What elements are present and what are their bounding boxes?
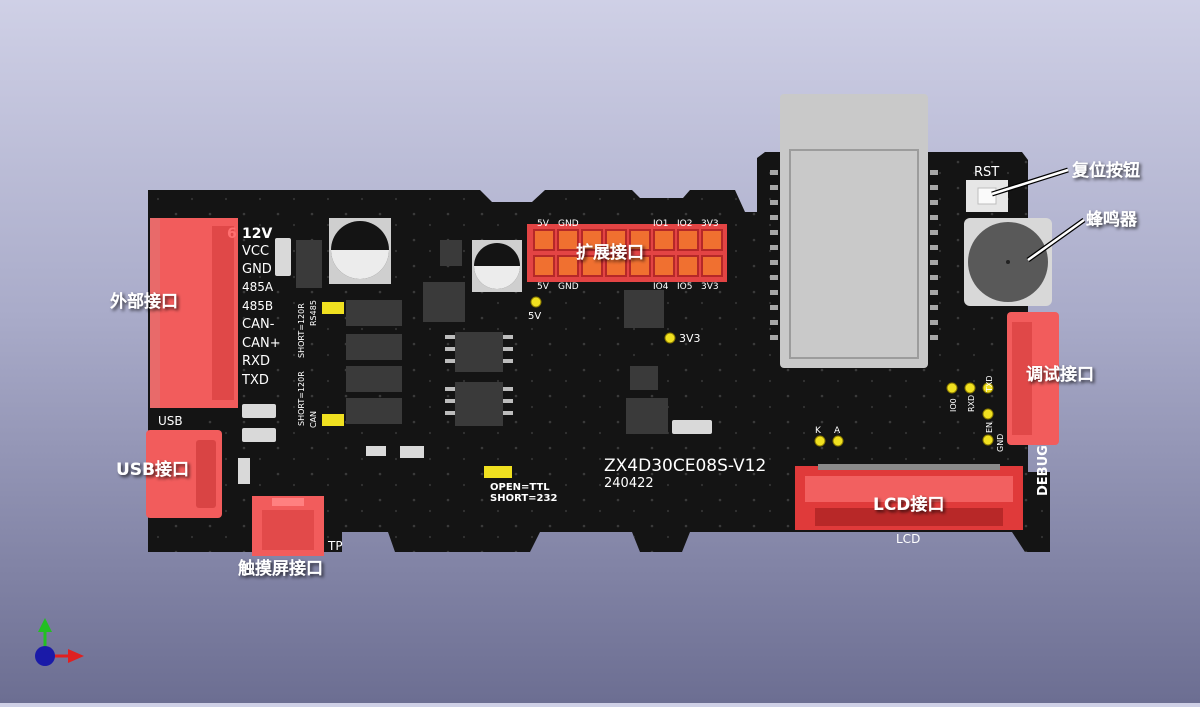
ext-pin-gnd: GND bbox=[242, 262, 272, 277]
callout-buzzer: 蜂鸣器 bbox=[1086, 209, 1138, 230]
exp-bottom-io4: IO4 bbox=[653, 282, 669, 292]
board-model: ZX4D30CE08S-V12 bbox=[604, 456, 766, 476]
silk-can: CAN bbox=[309, 411, 318, 428]
ext-pin-can-minus: CAN- bbox=[242, 317, 275, 332]
exp-bottom-gnd: GND bbox=[558, 282, 579, 292]
jumper-pads bbox=[322, 302, 512, 478]
debug-pin-gnd: GND bbox=[996, 434, 1005, 452]
board-date: 240422 bbox=[604, 476, 654, 491]
test-points bbox=[530, 296, 994, 447]
debug-pin-rxd: RXD bbox=[967, 395, 976, 412]
silk-5v: 5V bbox=[528, 311, 541, 322]
exp-top-3v3: 3V3 bbox=[701, 219, 719, 229]
exp-top-gnd: GND bbox=[558, 219, 579, 229]
callout-touch: 触摸屏接口 bbox=[237, 558, 323, 579]
ext-pin-can-plus: CAN+ bbox=[242, 336, 281, 351]
silk-rs485: RS485 bbox=[309, 300, 318, 326]
small-passives bbox=[238, 238, 712, 484]
callout-external: 外部接口 bbox=[110, 291, 178, 312]
silk-short-232: SHORT=232 bbox=[490, 493, 557, 504]
ic-chips bbox=[296, 240, 668, 434]
ext-pin-vcc: VCC bbox=[242, 244, 269, 259]
callout-debug: 调试接口 bbox=[1026, 364, 1094, 385]
silk-debug: DEBUG bbox=[1036, 445, 1051, 496]
debug-pin-txd: TXD bbox=[985, 375, 994, 393]
exp-bottom-5v: 5V bbox=[537, 282, 550, 292]
silk-rst: RST bbox=[974, 165, 999, 180]
callout-leaders bbox=[991, 167, 1086, 263]
silk-usb: USB bbox=[158, 414, 183, 428]
silk-3v3: 3V3 bbox=[679, 332, 701, 345]
wifi-module-shield bbox=[780, 94, 928, 368]
exp-bottom-io5: IO5 bbox=[677, 282, 692, 292]
debug-pin-io0: IO0 bbox=[949, 398, 958, 412]
callout-lcd: LCD接口 bbox=[873, 494, 944, 515]
exp-top-5v: 5V bbox=[537, 219, 550, 229]
ext-pin-rxd: RXD bbox=[242, 354, 270, 369]
exp-top-io2: IO2 bbox=[677, 219, 692, 229]
silk-mark-6: 6 bbox=[227, 226, 237, 242]
callout-expansion: 扩展接口 bbox=[576, 242, 644, 263]
silk-short-rs485: SHORT=120R bbox=[297, 303, 306, 358]
silk-short-can: SHORT=120R bbox=[297, 371, 306, 426]
callout-usb: USB接口 bbox=[116, 459, 189, 480]
ext-pin-12v: 12V bbox=[242, 226, 272, 242]
expansion-pins bbox=[533, 229, 723, 277]
ext-pin-485b: 485B bbox=[242, 299, 273, 313]
exp-top-io1: IO1 bbox=[653, 219, 668, 229]
silk-open-ttl: OPEN=TTL bbox=[490, 482, 550, 493]
capacitor-large bbox=[329, 218, 391, 284]
debug-pin-en: EN bbox=[985, 422, 994, 433]
callout-reset: 复位按钮 bbox=[1071, 160, 1140, 181]
silk-k: K bbox=[815, 426, 822, 436]
exp-bottom-3v3: 3V3 bbox=[701, 282, 719, 292]
ic-leads bbox=[445, 335, 513, 415]
capacitor-small bbox=[472, 240, 522, 292]
ext-pin-485a: 485A bbox=[242, 280, 274, 294]
silk-a: A bbox=[834, 426, 841, 436]
module-castellated-pads bbox=[770, 170, 938, 340]
silk-tp: TP bbox=[327, 539, 343, 553]
ext-pin-txd: TXD bbox=[241, 373, 269, 388]
silk-lcd: LCD bbox=[896, 532, 920, 546]
axis-gizmo bbox=[35, 618, 84, 666]
